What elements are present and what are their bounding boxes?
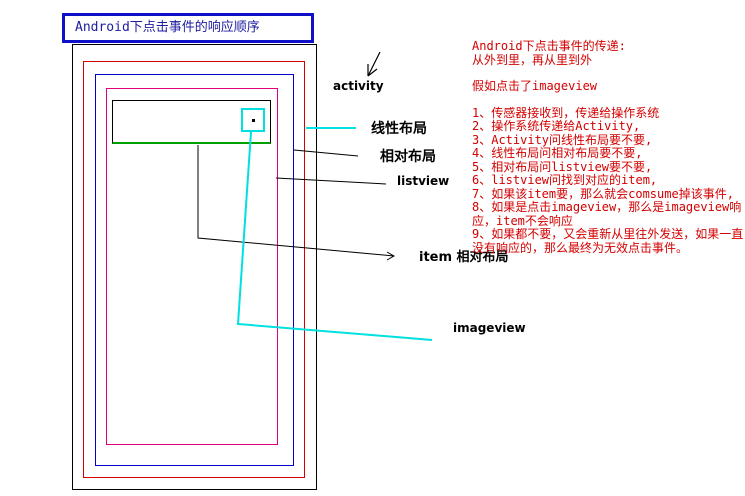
relative-layout-pointer: [293, 149, 359, 157]
diagram-title: Android下点击事件的响应顺序: [62, 13, 314, 43]
notes-step: 5、相对布局问listview要不要,: [472, 159, 653, 174]
listview-pointer: [275, 177, 387, 185]
notes-heading: Android下点击事件的传递:: [472, 39, 626, 53]
relative-layout-box: [95, 74, 294, 466]
linear-layout-label: 线性布局: [371, 121, 427, 137]
imageview-label: imageview: [453, 321, 526, 335]
activity-box: [72, 44, 317, 490]
item-box: [112, 100, 271, 144]
imageview-box: [241, 108, 265, 132]
listview-label: listview: [397, 174, 450, 188]
relative-layout-label: 相对布局: [380, 149, 436, 165]
notes-step: 9、如果都不要，又会重新从里往外发送，如果一直没有响应的，那么最终为无效点击事件…: [472, 227, 744, 255]
notes-step: 3、Activity问线性布局要不要,: [472, 132, 653, 147]
listview-box: [106, 88, 278, 445]
notes-assumption: 假如点击了imageview: [472, 79, 598, 93]
notes-step: 6、listview问找到对应的item,: [472, 173, 658, 187]
notes-step: 8、如果是点击imageview，那么是imageview响应，item不会响应: [472, 200, 742, 228]
linear-layout-box: [83, 61, 305, 478]
activity-label: activity: [333, 79, 384, 93]
notes-subheading: 从外到里，再从里到外: [472, 52, 593, 67]
notes-step: 1、传感器接收到，传递给操作系统: [472, 105, 660, 120]
notes-step: 2、操作系统传递给Activity,: [472, 119, 641, 133]
notes-step: 4、线性布局问相对布局要不要,: [472, 146, 643, 160]
cursor-arrow-icon: [367, 51, 381, 77]
item-pointer: [197, 145, 396, 261]
notes-step: 7、如果该item要，那么就会comsume掉该事件,: [472, 186, 734, 201]
imageview-pointer: [236, 131, 433, 341]
explanation-notes: Android下点击事件的传递: 从外到里，再从里到外 假如点击了imagevi…: [472, 39, 744, 255]
item-relative-label: item 相对布局: [419, 250, 509, 265]
imageview-dot: [252, 119, 255, 122]
